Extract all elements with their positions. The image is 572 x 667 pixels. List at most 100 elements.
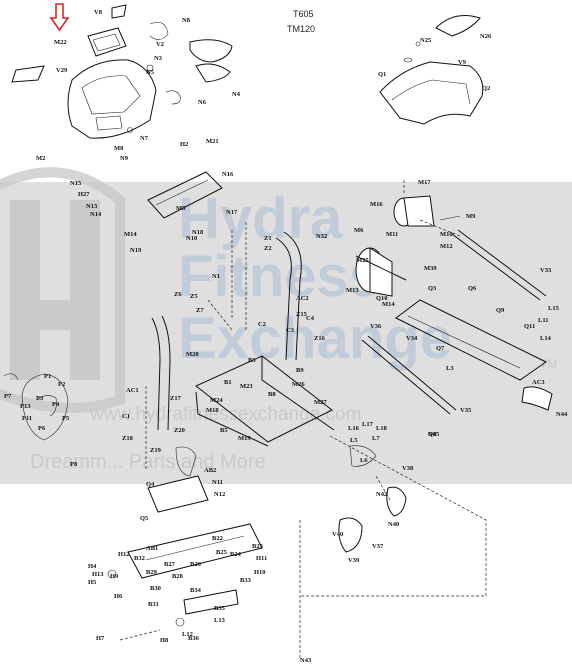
label-b29: B29 bbox=[146, 569, 158, 576]
label-q4: Q4 bbox=[146, 481, 155, 488]
model-title-2: TM120 bbox=[287, 24, 315, 34]
watermark-trademark: TM bbox=[540, 357, 557, 371]
label-m24: M24 bbox=[210, 397, 223, 404]
label-ab1: AB1 bbox=[146, 545, 158, 552]
label-h27: H27 bbox=[78, 191, 90, 198]
label-p8: P8 bbox=[70, 461, 78, 468]
label-z20: Z20 bbox=[174, 427, 185, 434]
label-m11: M11 bbox=[386, 231, 398, 238]
label-v38: V38 bbox=[402, 465, 414, 472]
label-h12: H12 bbox=[118, 551, 130, 558]
motor-and-rollers bbox=[355, 195, 553, 415]
label-n45: N45 bbox=[428, 431, 440, 438]
label-p6: P6 bbox=[38, 425, 46, 432]
label-m19: M19 bbox=[238, 435, 251, 442]
label-b28: B28 bbox=[172, 573, 184, 580]
label-m5: M5 bbox=[176, 205, 186, 212]
label-z1: Z1 bbox=[264, 235, 272, 242]
label-n32: N32 bbox=[316, 233, 327, 240]
label-m21: M21 bbox=[206, 138, 219, 145]
label-m14b: M14 bbox=[382, 301, 395, 308]
label-n14: N14 bbox=[90, 211, 102, 218]
label-n40: N40 bbox=[388, 521, 399, 528]
label-n4: N4 bbox=[232, 91, 241, 98]
label-h2: H2 bbox=[180, 141, 188, 148]
console-assembly bbox=[11, 4, 233, 139]
label-l11: L11 bbox=[538, 317, 548, 324]
assembly-guide-lines bbox=[119, 180, 487, 660]
label-c1: C1 bbox=[122, 413, 130, 420]
highlight-arrow bbox=[49, 3, 70, 32]
label-v39: V39 bbox=[348, 557, 360, 564]
label-q8: Q8 bbox=[428, 431, 437, 438]
label-b36: B36 bbox=[188, 635, 200, 642]
label-v37: V37 bbox=[372, 543, 384, 550]
motor-hood-assembly bbox=[379, 15, 484, 125]
watermark-url: www.hydrafitnessexchange.com bbox=[89, 404, 361, 425]
watermark-word-1: Hydra bbox=[178, 186, 343, 251]
watermark-word-3: Exchange bbox=[178, 306, 452, 371]
label-m27: M27 bbox=[314, 399, 327, 406]
label-n8: N8 bbox=[182, 17, 191, 24]
label-m2: M2 bbox=[36, 155, 45, 162]
label-h11: H11 bbox=[256, 555, 267, 562]
label-q1: Q1 bbox=[378, 71, 386, 78]
label-n15a: N15 bbox=[70, 180, 82, 187]
label-ab2: AB2 bbox=[204, 467, 216, 474]
label-p2: P2 bbox=[58, 381, 65, 388]
label-n7: N7 bbox=[140, 135, 149, 142]
label-q6: Q6 bbox=[468, 285, 477, 292]
label-m6: M6 bbox=[354, 227, 364, 234]
label-v29: V29 bbox=[56, 67, 68, 74]
label-z19: Z19 bbox=[150, 447, 162, 454]
label-n42: N42 bbox=[376, 491, 387, 498]
label-n16: N16 bbox=[222, 171, 234, 178]
label-ac3: AC3 bbox=[532, 379, 545, 386]
label-m25: M25 bbox=[356, 257, 369, 264]
label-l15: L15 bbox=[548, 305, 560, 312]
label-c3: C3 bbox=[286, 327, 295, 334]
label-b24: B24 bbox=[230, 551, 242, 558]
label-ac1: AC1 bbox=[126, 387, 139, 394]
label-m13: M13 bbox=[346, 287, 359, 294]
label-v9: V9 bbox=[458, 59, 467, 66]
label-h5: H5 bbox=[88, 579, 97, 586]
label-b5: B5 bbox=[220, 427, 228, 434]
label-p11: P11 bbox=[22, 415, 32, 422]
label-b27: B27 bbox=[164, 561, 176, 568]
label-v2: V2 bbox=[156, 41, 164, 48]
label-v35: V35 bbox=[460, 407, 472, 414]
label-p1: P1 bbox=[44, 373, 51, 380]
label-l14: L14 bbox=[540, 335, 552, 342]
label-n11: N11 bbox=[212, 479, 223, 486]
label-p7: P7 bbox=[4, 393, 12, 400]
label-h4: H4 bbox=[88, 563, 97, 570]
label-l17: L17 bbox=[362, 421, 374, 428]
label-b32: B32 bbox=[134, 555, 145, 562]
label-n19: N19 bbox=[130, 247, 142, 254]
label-m16: M16 bbox=[370, 201, 383, 208]
label-b8: B8 bbox=[268, 391, 276, 398]
label-c4: C4 bbox=[306, 315, 315, 322]
part-labels: V8 M22 N8 V2 N3 N4 N5 V29 N6 M2 N7 N25 N… bbox=[4, 9, 568, 664]
deck bbox=[395, 299, 547, 381]
label-n6: N6 bbox=[198, 99, 207, 106]
label-n25: N25 bbox=[420, 37, 432, 44]
label-p3: P3 bbox=[36, 395, 44, 402]
label-m10: M10 bbox=[440, 231, 453, 238]
label-b30: B30 bbox=[150, 585, 161, 592]
label-l3: L3 bbox=[446, 365, 454, 372]
label-n3: N3 bbox=[154, 55, 163, 62]
label-n13: N13 bbox=[86, 203, 98, 210]
label-q9: Q9 bbox=[496, 307, 505, 314]
label-z17: Z17 bbox=[170, 395, 182, 402]
label-h6: H6 bbox=[114, 593, 123, 600]
label-q5: Q5 bbox=[140, 515, 149, 522]
label-m17: M17 bbox=[418, 179, 431, 186]
label-m22: M22 bbox=[54, 39, 67, 46]
label-m8: M8 bbox=[114, 145, 124, 152]
label-q2: Q2 bbox=[482, 85, 490, 92]
label-q7: Q7 bbox=[436, 345, 445, 352]
label-n10: N10 bbox=[186, 235, 197, 242]
